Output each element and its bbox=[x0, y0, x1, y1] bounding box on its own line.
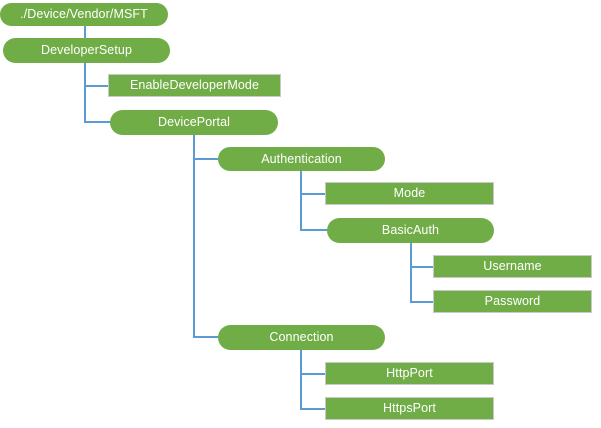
tree-node-basicauth[interactable]: BasicAuth bbox=[327, 218, 494, 243]
tree-node-connection[interactable]: Connection bbox=[218, 325, 385, 350]
edge-spine-authentication bbox=[300, 171, 302, 231]
tree-node-label: Connection bbox=[269, 330, 334, 345]
tree-node-httpport[interactable]: HttpPort bbox=[325, 362, 494, 385]
tree-node-httpsport[interactable]: HttpsPort bbox=[325, 397, 494, 420]
edge-developersetup-to-deviceportal bbox=[84, 121, 111, 123]
tree-node-label: EnableDeveloperMode bbox=[129, 78, 260, 93]
tree-node-username[interactable]: Username bbox=[433, 255, 592, 278]
tree-node-password[interactable]: Password bbox=[433, 290, 592, 313]
tree-node-enabledevelopermode[interactable]: EnableDeveloperMode bbox=[108, 74, 281, 97]
edge-basicauth-to-username bbox=[410, 266, 434, 268]
tree-node-label: ./Device/Vendor/MSFT bbox=[20, 7, 148, 22]
edge-deviceportal-to-authentication bbox=[193, 158, 219, 160]
tree-node-developersetup[interactable]: DeveloperSetup bbox=[3, 38, 170, 63]
tree-node-mode[interactable]: Mode bbox=[325, 182, 494, 205]
tree-node-label: HttpPort bbox=[386, 366, 433, 381]
edge-basicauth-to-password bbox=[410, 301, 434, 303]
edge-spine-developersetup bbox=[84, 63, 86, 123]
tree-node-label: Mode bbox=[393, 186, 426, 201]
edge-root-to-developersetup bbox=[84, 26, 86, 39]
tree-node-label: Password bbox=[484, 294, 541, 309]
edge-spine-connection bbox=[300, 350, 302, 409]
tree-node-authentication[interactable]: Authentication bbox=[218, 147, 385, 171]
tree-node-root[interactable]: ./Device/Vendor/MSFT bbox=[0, 3, 168, 26]
tree-node-label: DeveloperSetup bbox=[40, 43, 133, 58]
edge-connection-to-httpsport bbox=[300, 408, 326, 410]
edge-authentication-to-basicauth bbox=[300, 229, 328, 231]
edge-developersetup-to-enabledevelopermode bbox=[84, 85, 109, 87]
tree-node-label: Username bbox=[483, 259, 542, 274]
edge-connection-to-httpport bbox=[300, 373, 326, 375]
tree-node-label: Authentication bbox=[261, 151, 342, 166]
tree-node-label: DevicePortal bbox=[157, 115, 231, 130]
tree-node-label: BasicAuth bbox=[381, 223, 440, 238]
edge-spine-deviceportal bbox=[193, 135, 195, 338]
tree-node-label: HttpsPort bbox=[383, 401, 436, 416]
edge-authentication-to-mode bbox=[300, 193, 326, 195]
edge-deviceportal-to-connection bbox=[193, 336, 219, 338]
edge-spine-basicauth bbox=[410, 243, 412, 302]
tree-node-deviceportal[interactable]: DevicePortal bbox=[110, 110, 278, 135]
